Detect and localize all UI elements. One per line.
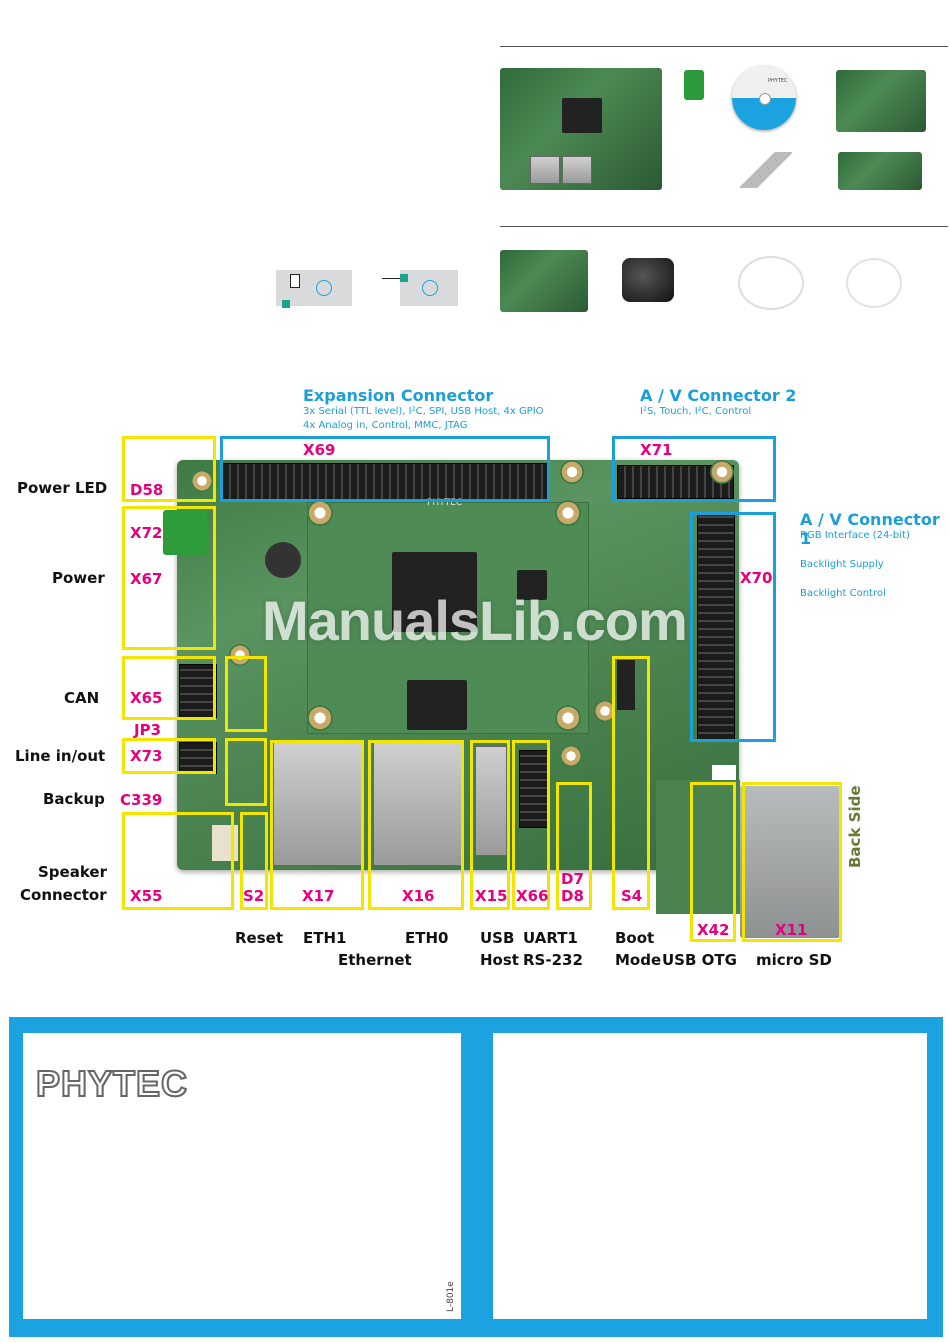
- label-microsd: micro SD: [756, 951, 832, 969]
- display-adapter-photo: [836, 70, 926, 132]
- ref-x69: X69: [303, 441, 336, 459]
- cd-photo: PHYTEC: [732, 66, 796, 130]
- jumper-diagram-1: [276, 270, 352, 308]
- board-photo: PHYTEC: [163, 460, 739, 870]
- ref-c339: C339: [120, 791, 163, 809]
- ref-s4: S4: [621, 887, 643, 905]
- top-divider-1: [500, 46, 948, 47]
- ref-x66: X66: [516, 887, 549, 905]
- ref-x15: X15: [475, 887, 508, 905]
- power-adapter-photo: [622, 258, 674, 302]
- d58-box: [122, 436, 216, 502]
- ref-x42: X42: [697, 921, 730, 939]
- power-box: [122, 506, 216, 650]
- ref-x71: X71: [640, 441, 673, 459]
- label-boot: Boot: [615, 929, 655, 947]
- phytec-logo: PHYTEC: [35, 1062, 189, 1105]
- label-rs232: RS-232: [523, 951, 583, 969]
- top-divider-2: [500, 226, 948, 227]
- x16-box: [368, 740, 464, 910]
- av1-rgb: RGB Interface (24-bit): [800, 530, 910, 541]
- av1-title: A / V Connector 1: [800, 510, 940, 548]
- x70-box: [690, 512, 776, 742]
- label-host: Host: [480, 951, 519, 969]
- cd-label: PHYTEC: [768, 78, 788, 84]
- ref-x17: X17: [302, 887, 335, 905]
- label-backup: Backup: [43, 790, 105, 808]
- right-panel: [493, 1033, 927, 1319]
- ref-x65: X65: [130, 689, 163, 707]
- x15-box: [470, 740, 510, 910]
- ref-x73: X73: [130, 747, 163, 765]
- c339-box: [225, 738, 267, 806]
- ref-x16: X16: [402, 887, 435, 905]
- ref-d8: D8: [561, 887, 584, 905]
- label-power-led: Power LED: [17, 479, 108, 497]
- microsd-photo: [740, 786, 840, 938]
- kit-board-photo: [500, 68, 662, 190]
- ref-x67: X67: [130, 570, 163, 588]
- board-silk-logo: PHYTEC: [427, 498, 463, 508]
- back-side-label: Back Side: [846, 785, 864, 869]
- ref-x70: X70: [740, 569, 773, 587]
- label-ethernet: Ethernet: [338, 951, 412, 969]
- addon-board-photo: [500, 250, 588, 312]
- green-connector-photo: [684, 70, 704, 100]
- av1-backlight-control: Backlight Control: [800, 588, 886, 599]
- x42-box: [690, 782, 736, 942]
- x71-box: [612, 436, 776, 502]
- label-reset: Reset: [235, 929, 283, 947]
- label-usb-otg: USB OTG: [662, 951, 737, 969]
- label-usb: USB: [480, 929, 515, 947]
- label-line: Line in/out: [15, 747, 106, 765]
- av2-title: A / V Connector 2: [640, 386, 797, 405]
- ref-x72: X72: [130, 524, 163, 542]
- ref-x55: X55: [130, 887, 163, 905]
- expansion-line1: 3x Serial (TTL level), I²C, SPI, USB Hos…: [303, 406, 544, 417]
- ref-jp3: JP3: [134, 721, 162, 739]
- label-mode: Mode: [615, 951, 662, 969]
- label-power: Power: [52, 569, 105, 587]
- ref-x11: X11: [775, 921, 808, 939]
- expansion-title: Expansion Connector: [303, 386, 494, 405]
- ref-d7: D7: [561, 870, 584, 888]
- jp3-box: [225, 656, 267, 732]
- s4-box: [612, 656, 650, 910]
- ref-d58: D58: [130, 481, 164, 499]
- jumper-diagram-2: [382, 270, 458, 306]
- watermark: ManualsLib.com: [262, 589, 688, 652]
- ref-s2: S2: [243, 887, 265, 905]
- left-panel: [23, 1033, 461, 1319]
- d8-box: [556, 782, 592, 910]
- serial-cable-photo: [738, 256, 804, 310]
- x11-box: [742, 782, 842, 942]
- x73-box: [122, 738, 216, 774]
- small-board-photo: [838, 152, 922, 190]
- label-can: CAN: [64, 689, 100, 707]
- label-eth0: ETH0: [405, 929, 449, 947]
- av1-backlight-supply: Backlight Supply: [800, 559, 884, 570]
- x69-box: [220, 436, 550, 502]
- label-connector: Connector: [20, 886, 107, 904]
- ethernet-cable-photo: [846, 258, 902, 308]
- label-speaker: Speaker: [38, 863, 107, 881]
- x66-box: [512, 740, 550, 910]
- s2-box: [240, 812, 268, 910]
- label-uart1: UART1: [523, 929, 578, 947]
- av2-sub: I²S, Touch, I²C, Control: [640, 406, 752, 417]
- ribbon-cable-photo: [738, 152, 794, 188]
- expansion-line2: 4x Analog in, Control, MMC, JTAG: [303, 420, 468, 431]
- label-eth1: ETH1: [303, 929, 347, 947]
- x17-box: [270, 740, 364, 910]
- doc-code: L-801e: [446, 1281, 456, 1312]
- usb-otg-photo: [656, 780, 740, 914]
- x55-box: [122, 812, 234, 910]
- x65-box: [122, 656, 216, 720]
